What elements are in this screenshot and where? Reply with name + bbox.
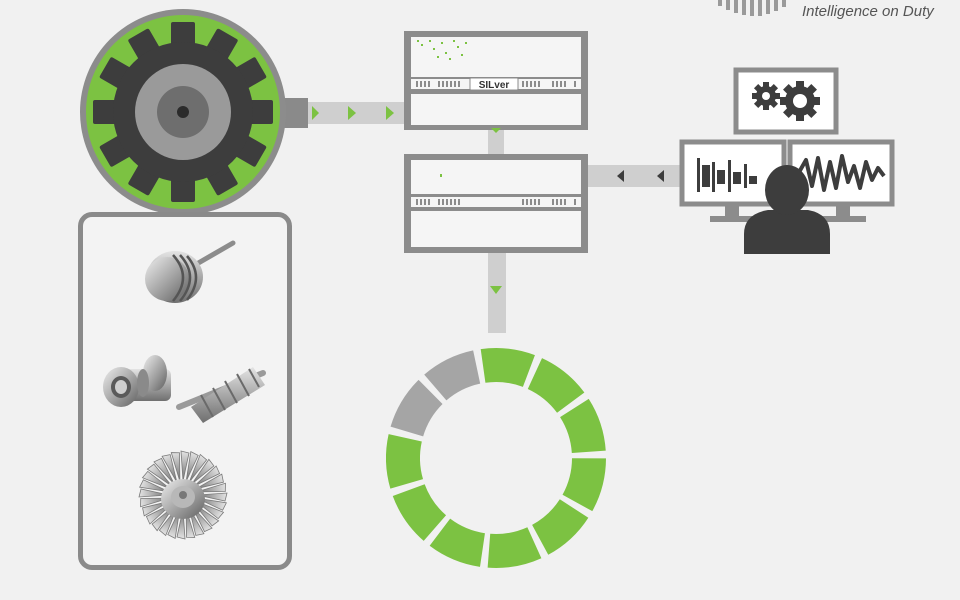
turbine-blade — [195, 473, 224, 490]
turbine-blade — [141, 470, 171, 490]
server-label: SILver — [479, 80, 510, 91]
arrow-down-icon — [490, 286, 502, 294]
arrow-down-icon — [491, 128, 501, 133]
server-display — [417, 40, 467, 60]
turbine-blade — [188, 453, 208, 483]
gears-icon — [752, 82, 780, 110]
screw-rotor-icon — [176, 367, 266, 423]
piston-icon — [145, 240, 236, 303]
turbine-blade — [139, 479, 170, 493]
ring-segment-gray — [424, 350, 481, 401]
shaft-icon — [103, 355, 171, 407]
ring-segment-green — [392, 484, 447, 541]
logo-icon — [718, 0, 786, 16]
arrow-right-icon — [312, 106, 319, 120]
candlestick-icon — [697, 158, 757, 192]
ring-segment-green — [532, 499, 589, 555]
health-ring — [386, 348, 606, 568]
arrow-right-icon — [386, 106, 394, 120]
ring-segment-green — [487, 527, 542, 568]
monitor-gears — [733, 67, 839, 135]
turbine-blade — [146, 463, 173, 487]
ring-segment-green — [560, 398, 606, 453]
gears-icon — [780, 81, 820, 121]
arrow-right-icon — [348, 106, 356, 120]
ring-segment-green — [527, 358, 585, 413]
turbine-icon — [138, 450, 228, 540]
ring-segment-green — [480, 348, 535, 387]
connector-gear-to-server — [284, 98, 408, 128]
ring-segment-green — [386, 434, 424, 489]
operator-icon — [744, 165, 830, 254]
server-bottom — [404, 154, 588, 253]
turbine-blade — [153, 457, 175, 485]
turbine-blade — [161, 454, 178, 483]
waveform-icon — [796, 154, 886, 192]
turbine-blade — [170, 452, 181, 482]
connector-server-link — [488, 130, 504, 156]
gear-machine-icon — [80, 9, 286, 215]
components-panel — [78, 212, 292, 570]
turbine-blade — [180, 450, 190, 482]
ring-segment-green — [429, 518, 485, 567]
turbine-blade — [185, 451, 199, 482]
turbine-blade — [196, 482, 226, 493]
arrow-left-icon — [617, 170, 624, 182]
turbine-blade — [191, 458, 215, 485]
brand-tagline: Intelligence on Duty — [802, 3, 934, 20]
ring-segment-green — [562, 458, 606, 512]
connector-server-to-ring — [488, 253, 506, 333]
connector-operator-to-server — [588, 165, 684, 187]
server-top: SILver — [404, 31, 588, 130]
turbine-blade — [193, 465, 221, 487]
operator-workstation — [679, 67, 895, 254]
arrow-left-icon — [657, 170, 664, 182]
ring-segment-gray — [390, 379, 443, 437]
